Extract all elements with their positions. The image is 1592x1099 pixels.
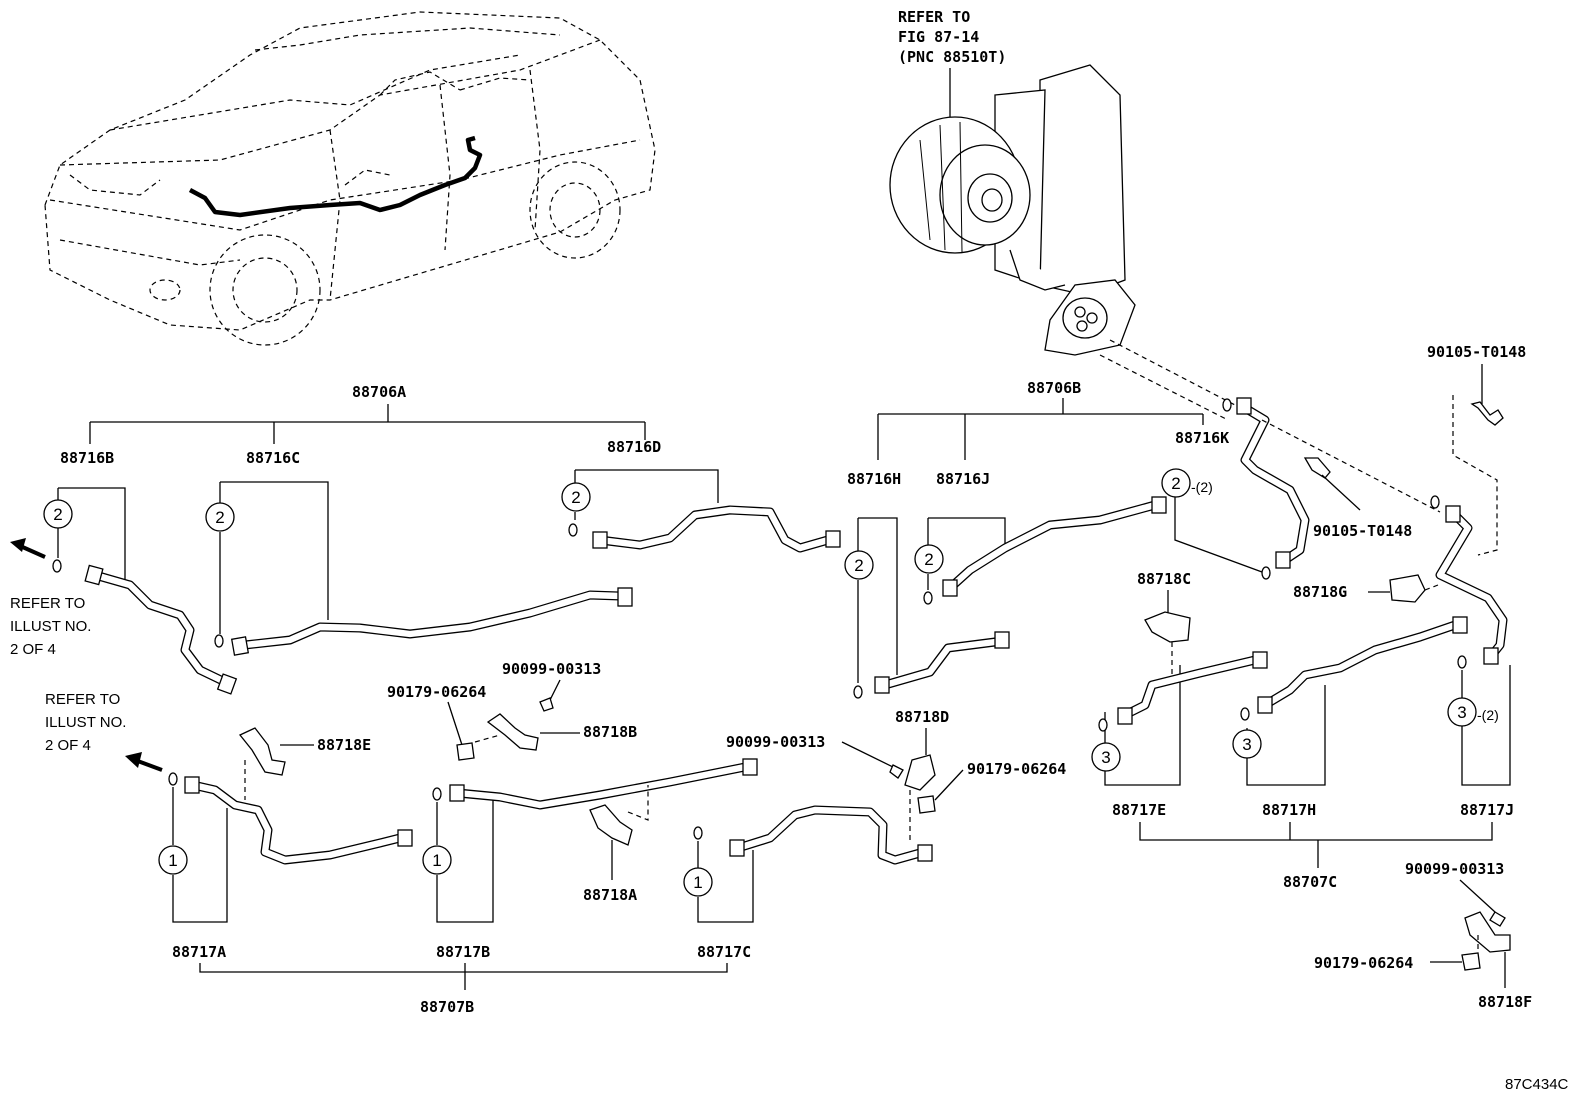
label-88716H: 88716H [847,470,901,488]
label-88718E: 88718E [317,736,371,754]
svg-text:2: 2 [571,488,580,507]
figure-id: 87C434C [1505,1076,1569,1093]
refer-fig-line1: REFER TO [898,8,970,26]
svg-text:2: 2 [854,556,863,575]
svg-text:1: 1 [693,873,702,892]
blower-unit: REFER TO FIG 87-14 (PNC 88510T) [889,8,1236,421]
label-88707C: 88707C [1283,873,1337,891]
svg-text:2: 2 [53,505,62,524]
label-88706B: 88706B [1027,379,1081,397]
svg-text:1: 1 [432,851,441,870]
refer-fig-line3: (PNC 88510T) [898,48,1006,66]
label-88717J: 88717J [1460,801,1514,819]
svg-text:-(2): -(2) [1477,707,1499,723]
label-90099-00313-right: 90099-00313 [1405,860,1504,878]
label-88718A: 88718A [583,886,637,904]
refer-fig-line2: FIG 87-14 [898,28,979,46]
label-88718C: 88718C [1137,570,1191,588]
label-88718D: 88718D [895,708,949,726]
right-edge-parts: 90105-T0148 90105-T0148 88718G [1261,343,1526,660]
label-90179-06264-right: 90179-06264 [1314,954,1413,972]
svg-text:2: 2 [924,550,933,569]
label-88707B: 88707B [420,998,474,1016]
label-88718F: 88718F [1478,993,1532,1011]
group-88707B: REFER TO ILLUST NO. 2 OF 4 88718E 1 9009… [45,660,1066,1016]
svg-text:3: 3 [1101,748,1110,767]
label-88706A: 88706A [352,383,406,401]
vehicle-illustration [44,11,656,346]
label-88717C: 88717C [697,943,751,961]
label-88718B: 88718B [583,723,637,741]
label-88717H: 88717H [1262,801,1316,819]
callout-2-circle [43,499,73,529]
label-88716J: 88716J [936,470,990,488]
label-90105-T0148-top: 90105-T0148 [1427,343,1526,361]
group-88706B: 88706B 88716H 88716J 88716K 2 2 2 -(2) [844,379,1310,699]
refer-left-top-1: REFER TO [10,595,85,612]
label-90099-00313-left: 90099-00313 [502,660,601,678]
label-90099-00313-mid: 90099-00313 [726,733,825,751]
refer-left-bottom-2: ILLUST NO. [45,714,126,731]
group-88707C: 88718C 3 3 3 -(2) 88717E 88717H 88717J [1091,570,1532,1011]
refer-left-top-2: ILLUST NO. [10,618,91,635]
label-88716C: 88716C [246,449,300,467]
refer-left-top-3: 2 OF 4 [10,641,56,658]
svg-text:2: 2 [1171,474,1180,493]
svg-text:1: 1 [168,851,177,870]
label-90105-T0148-mid: 90105-T0148 [1313,522,1412,540]
label-88716K: 88716K [1175,429,1229,447]
svg-text:3: 3 [1242,735,1251,754]
svg-text:-(2): -(2) [1191,479,1213,495]
label-88716D: 88716D [607,438,661,456]
label-88718G: 88718G [1293,583,1347,601]
refer-left-bottom-1: REFER TO [45,691,120,708]
label-88716B: 88716B [60,449,114,467]
refer-left-bottom-3: 2 OF 4 [45,737,91,754]
label-90179-06264-left: 90179-06264 [387,683,486,701]
label-90179-06264-mid: 90179-06264 [967,760,1066,778]
svg-text:3: 3 [1457,703,1466,722]
group-88706A: 88706A 88716B 88716C 88716D 2 REFER TO I… [10,383,841,695]
svg-text:2: 2 [215,508,224,527]
label-88717E: 88717E [1112,801,1166,819]
label-88717B: 88717B [436,943,490,961]
label-88717A: 88717A [172,943,226,961]
